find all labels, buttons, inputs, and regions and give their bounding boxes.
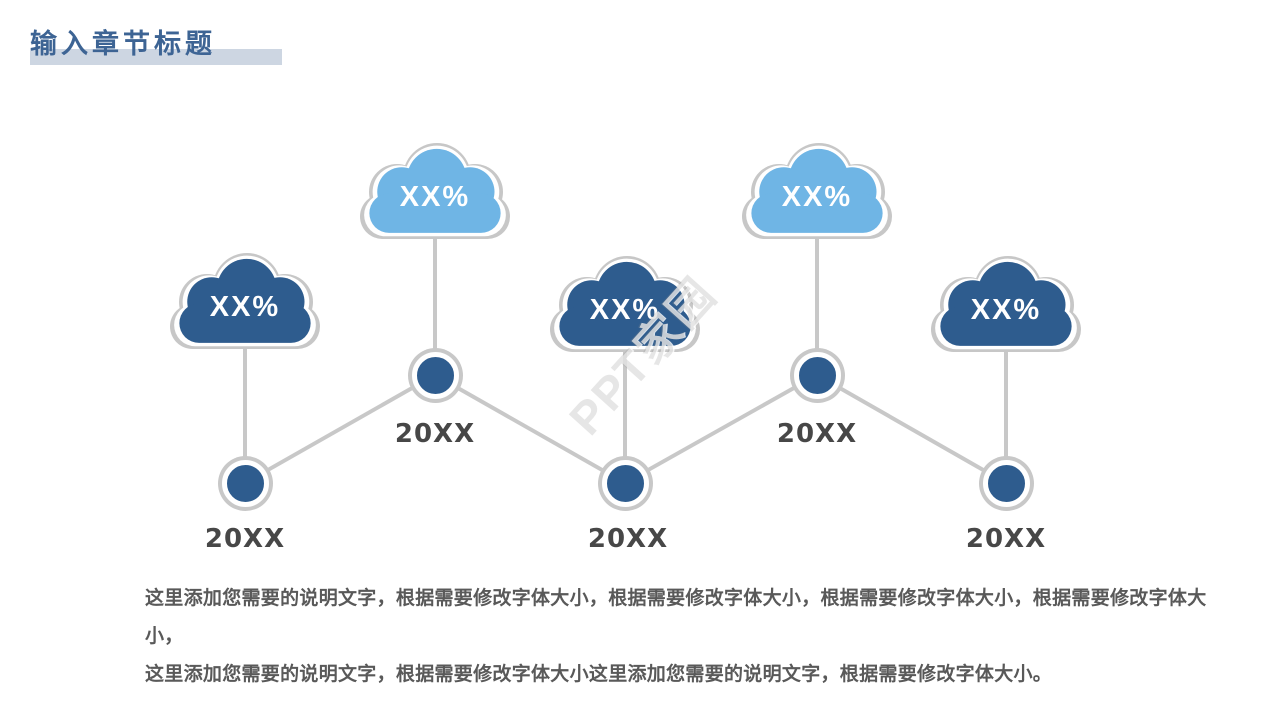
cloud-shape-4: XX% [737, 140, 897, 240]
cloud-fill [365, 146, 505, 234]
percent-label-3: XX% [589, 294, 661, 326]
timeline-dot-5 [983, 460, 1030, 507]
cloud-shape-3: XX% [545, 253, 705, 353]
timeline-dot-4 [794, 352, 841, 399]
percent-label-5: XX% [970, 294, 1042, 326]
timeline-dot-2 [412, 352, 459, 399]
percent-label-4: XX% [781, 181, 853, 213]
title-block: 输入章节标题 [30, 28, 282, 65]
cloud-fill [555, 259, 695, 347]
cloud-shape-2: XX% [355, 140, 515, 240]
cloud-fill [936, 259, 1076, 347]
section-title: 输入章节标题 [30, 29, 216, 59]
year-label-1: 20XX [204, 524, 286, 554]
description-line-1: 这里添加您需要的说明文字，根据需要修改字体大小，根据需要修改字体大小，根据需要修… [145, 588, 1207, 647]
title-underline-bar [30, 49, 282, 65]
description-line-2: 这里添加您需要的说明文字，根据需要修改字体大小这里添加您需要的说明文字，根据需要… [145, 664, 1053, 685]
year-label-4: 20XX [776, 419, 858, 449]
year-label-5: 20XX [965, 524, 1047, 554]
percent-label-1: XX% [209, 291, 281, 323]
description-block: 这里添加您需要的说明文字，根据需要修改字体大小，根据需要修改字体大小，根据需要修… [145, 580, 1220, 694]
cloud-shape-1: XX% [165, 250, 325, 350]
cloud-fill [747, 146, 887, 234]
year-label-2: 20XX [394, 419, 476, 449]
timeline-dot-1 [222, 460, 269, 507]
timeline-dot-3 [602, 460, 649, 507]
percent-label-2: XX% [399, 181, 471, 213]
cloud-fill [175, 256, 315, 344]
year-label-3: 20XX [587, 524, 669, 554]
cloud-shape-5: XX% [926, 253, 1086, 353]
